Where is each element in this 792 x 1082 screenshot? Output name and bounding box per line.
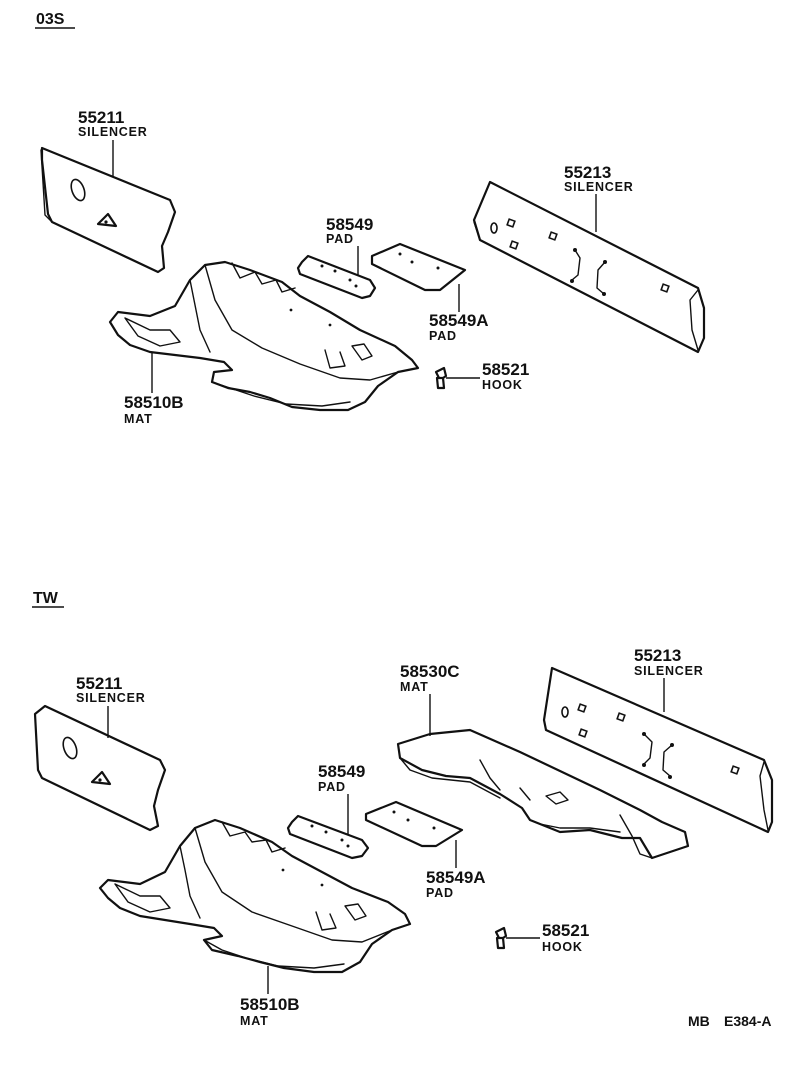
label-58549a-number: 58549A	[429, 311, 489, 330]
pad-58549a-part	[370, 242, 467, 292]
label-58549a-name: PAD	[429, 329, 457, 343]
label-58510b-number: 58510B	[124, 393, 184, 412]
label-55211-number: 55211	[78, 108, 124, 127]
label-55211-number: 55211	[76, 674, 122, 693]
label-55213-number: 55213	[634, 646, 681, 665]
label-58549a-name: PAD	[426, 886, 454, 900]
footer-code-right: E384-A	[724, 1013, 771, 1029]
label-58549a-number: 58549A	[426, 868, 486, 887]
pad-58549-part	[286, 814, 370, 860]
silencer-left-part	[40, 146, 177, 274]
label-58510b-name: MAT	[124, 412, 153, 426]
mat-58510b-part	[98, 818, 412, 974]
label-55211-name: SILENCER	[78, 125, 148, 139]
silencer-right-part	[542, 666, 774, 834]
label-55213-number: 55213	[564, 163, 611, 182]
pad-58549-part	[296, 254, 377, 300]
label-58549-name: PAD	[326, 232, 354, 246]
section-03s: 03S 55211 SILENCER 58510B MAT	[35, 11, 706, 426]
label-58510b-number: 58510B	[240, 995, 300, 1014]
label-58510b-name: MAT	[240, 1014, 269, 1028]
label-58549-number: 58549	[326, 215, 373, 234]
label-55211-name: SILENCER	[76, 691, 146, 705]
section-title-03s: 03S	[36, 11, 65, 28]
label-58521-number: 58521	[542, 921, 589, 940]
hook-58521-part	[494, 926, 508, 950]
label-55213-name: SILENCER	[634, 664, 704, 678]
mat-58530c-part	[396, 728, 690, 860]
label-58521-name: HOOK	[542, 940, 583, 954]
label-58530c-name: MAT	[400, 680, 429, 694]
mat-58510b-part	[108, 260, 420, 412]
label-55213-name: SILENCER	[564, 180, 634, 194]
label-58530c-number: 58530C	[400, 662, 460, 681]
section-title-tw: TW	[33, 590, 59, 607]
hook-58521-part	[434, 366, 448, 390]
label-58521-number: 58521	[482, 360, 529, 379]
pad-58549a-part	[364, 800, 464, 848]
footer-code-left: MB	[688, 1013, 710, 1029]
label-58521-name: HOOK	[482, 378, 523, 392]
silencer-right-part	[472, 180, 706, 354]
silencer-left-part	[33, 704, 167, 832]
label-58549-number: 58549	[318, 762, 365, 781]
label-58549-name: PAD	[318, 780, 346, 794]
section-tw: TW 55211 SILENCER 58510B MAT	[32, 590, 774, 1028]
